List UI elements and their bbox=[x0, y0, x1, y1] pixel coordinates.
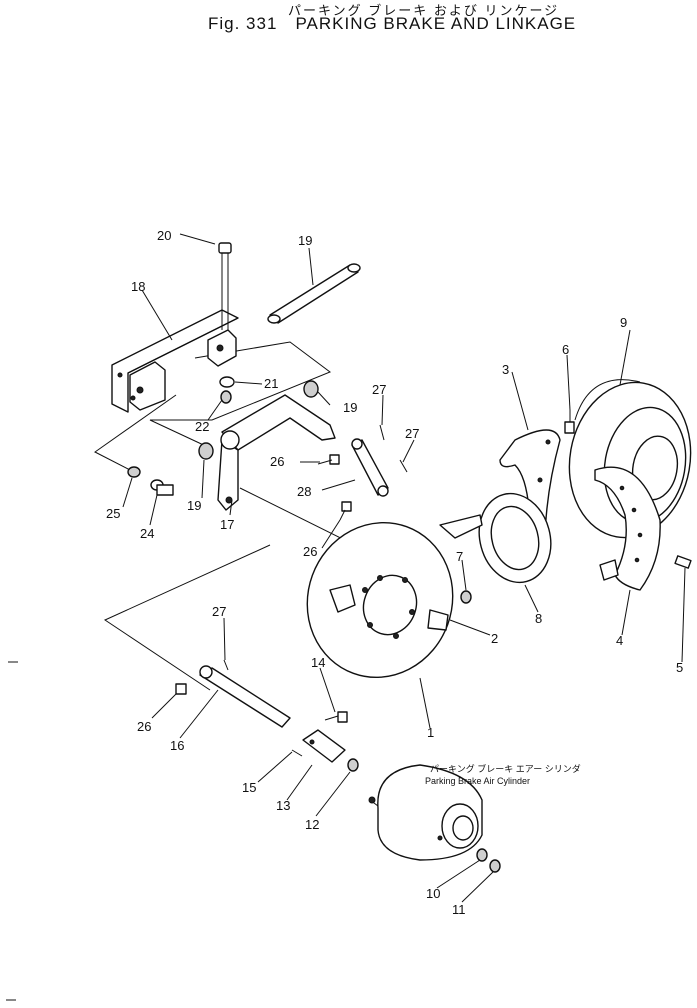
part-10-washer bbox=[476, 848, 488, 862]
callout-13: 13 bbox=[276, 798, 290, 813]
figure-title: Fig. 331 PARKING BRAKE AND LINKAGE bbox=[208, 14, 576, 34]
callout-6: 6 bbox=[562, 342, 569, 357]
callout-2: 2 bbox=[491, 631, 498, 646]
callout-27b: 27 bbox=[405, 426, 419, 441]
figure-number: Fig. 331 bbox=[208, 14, 278, 33]
part-22-washer bbox=[219, 376, 235, 388]
part-25-washer bbox=[127, 466, 141, 478]
part-7-nut bbox=[460, 590, 472, 604]
part-17-lever bbox=[217, 394, 336, 511]
callout-25: 25 bbox=[106, 506, 120, 521]
callout-8: 8 bbox=[535, 611, 542, 626]
callout-1: 1 bbox=[427, 725, 434, 740]
part-13-clevis bbox=[302, 729, 346, 763]
callout-23: 22 bbox=[195, 419, 209, 434]
callout-19b: 19 bbox=[187, 498, 201, 513]
callout-28: 28 bbox=[297, 484, 311, 499]
part-4-brake-lining bbox=[594, 466, 661, 591]
part-6-bolt bbox=[564, 410, 575, 434]
callout-16: 16 bbox=[170, 738, 184, 753]
cylinder-caption-japanese: パーキング ブレーキ エアー シリンダ bbox=[430, 763, 581, 774]
callout-12: 12 bbox=[305, 817, 319, 832]
part-28-link bbox=[351, 438, 389, 497]
part-27-cotter-pin-upper bbox=[379, 424, 385, 441]
part-27-cotter-pin-lower bbox=[223, 659, 229, 671]
part-26-pin-lower bbox=[175, 683, 187, 695]
callout-7: 7 bbox=[456, 549, 463, 564]
callout-3: 3 bbox=[502, 362, 509, 377]
leader-lines bbox=[122, 233, 686, 903]
part-5-pin bbox=[674, 555, 692, 569]
callout-26a: 26 bbox=[270, 454, 284, 469]
callout-19a: 19 bbox=[343, 400, 357, 415]
callout-labels: 20 19 18 21 22 19 27 27 26 28 25 19 24 1… bbox=[106, 228, 683, 917]
part-19-bushing-lower bbox=[198, 442, 214, 460]
callout-24: 24 bbox=[140, 526, 154, 541]
parking-brake-air-cylinder bbox=[368, 764, 483, 861]
cylinder-caption: パーキング ブレーキ エアー シリンダ Parking Brake Air Cy… bbox=[425, 763, 581, 786]
part-15-cotter-pin bbox=[291, 749, 303, 757]
callout-4: 4 bbox=[616, 633, 623, 648]
part-23-nut bbox=[220, 390, 232, 404]
callout-26c: 26 bbox=[137, 719, 151, 734]
part-26-pin-upper bbox=[317, 454, 340, 465]
japanese-title: パーキング ブレーキ および リンケージ bbox=[288, 3, 560, 18]
callout-17: 17 bbox=[220, 517, 234, 532]
callout-14: 14 bbox=[311, 655, 325, 670]
part-16-rod bbox=[199, 665, 291, 728]
callout-9: 9 bbox=[620, 315, 627, 330]
callout-20: 19 bbox=[298, 233, 312, 248]
callout-22: 21 bbox=[264, 376, 278, 391]
part-18-bracket-plate bbox=[111, 309, 239, 413]
part-26-pin-middle bbox=[339, 501, 352, 521]
callout-26b: 26 bbox=[303, 544, 317, 559]
part-20-shaft bbox=[267, 263, 361, 324]
callout-5: 5 bbox=[676, 660, 683, 675]
figure-name: PARKING BRAKE AND LINKAGE bbox=[295, 14, 577, 33]
callout-10: 10 bbox=[426, 886, 440, 901]
cylinder-caption-english: Parking Brake Air Cylinder bbox=[425, 776, 530, 786]
callout-11: 11 bbox=[452, 902, 466, 917]
part-14-bolt bbox=[324, 711, 348, 723]
part-1-backing-plate bbox=[306, 521, 454, 679]
part-8-ring bbox=[439, 492, 552, 584]
callout-27c: 27 bbox=[212, 604, 226, 619]
part-27-cotter-pin-middle bbox=[399, 459, 408, 473]
part-19-bushing-upper bbox=[303, 380, 319, 398]
part-12-nut bbox=[347, 758, 359, 772]
part-11-nut bbox=[489, 859, 501, 873]
part-21-bolt bbox=[218, 242, 232, 330]
callout-27a: 27 bbox=[372, 382, 386, 397]
part-24-pin bbox=[150, 479, 174, 496]
callout-21: 20 bbox=[157, 228, 171, 243]
callout-18: 18 bbox=[131, 279, 145, 294]
callout-15: 15 bbox=[242, 780, 256, 795]
